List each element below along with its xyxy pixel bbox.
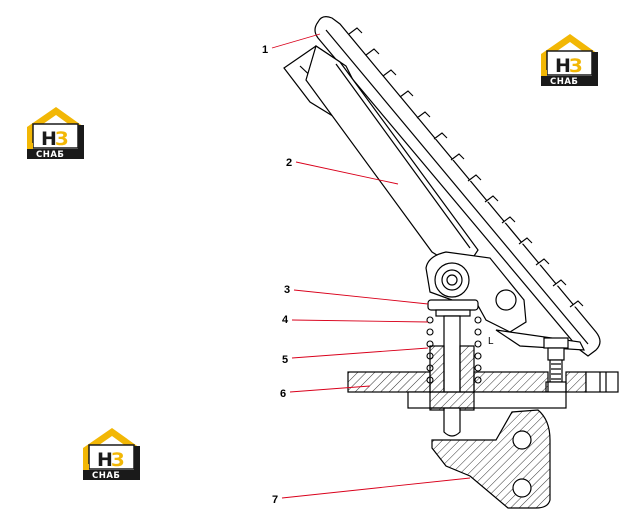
spring-cap (427, 299, 479, 317)
callout-7: 7 (272, 494, 278, 506)
leader-lines (271, 33, 471, 499)
floor-plate (347, 371, 619, 409)
pedal-lever (283, 45, 586, 351)
logo-letter-3: З (55, 128, 69, 150)
corner-mark: L (488, 336, 494, 347)
logo-word: СНАБ (92, 471, 120, 481)
logo-letter-3: З (569, 55, 583, 77)
logo-letter-h: H (97, 449, 113, 471)
mounting-bracket (431, 409, 551, 509)
logo-watermark-top-right: H З СНАБ (540, 33, 599, 87)
logo-watermark-bottom-left: H З СНАБ (82, 427, 141, 481)
logo-word: СНАБ (36, 150, 64, 160)
callout-1: 1 (262, 44, 268, 56)
callout-6: 6 (280, 388, 286, 400)
logo-word: СНАБ (550, 77, 578, 87)
callout-labels: 1 2 3 4 5 6 7 (262, 44, 292, 506)
pedal-plate (314, 16, 601, 357)
callout-3: 3 (284, 284, 290, 296)
logo-watermark-left: H З СНАБ (26, 106, 85, 160)
callout-5: 5 (282, 354, 288, 366)
logo-letter-h: H (555, 55, 571, 77)
adjusting-bolt (543, 337, 569, 393)
callout-2: 2 (286, 157, 292, 169)
plunger-rod (443, 315, 461, 437)
callout-4: 4 (282, 314, 289, 326)
logo-letter-h: H (41, 128, 57, 150)
logo-letter-3: З (111, 449, 125, 471)
